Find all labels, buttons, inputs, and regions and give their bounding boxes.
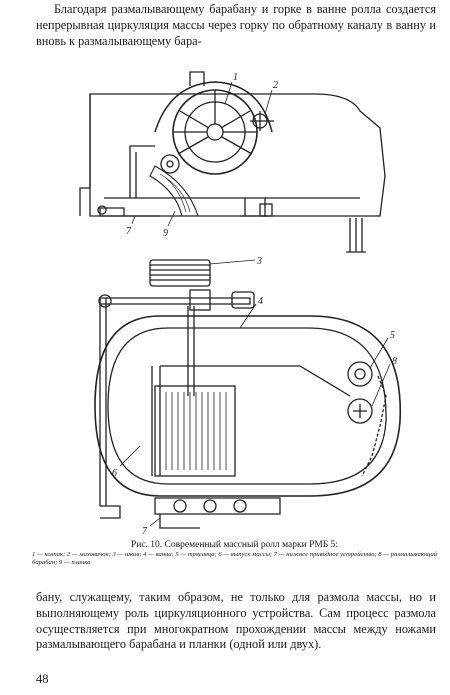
figure-labels [119, 81, 391, 527]
plan-view [94, 259, 402, 529]
bottom-paragraph: бану, служащему, таким образом, не тольк… [36, 590, 436, 652]
figure-label-2: 2 [273, 80, 278, 91]
figure-label-7: 7 [126, 226, 132, 237]
top-paragraph: Благодаря размалывающему барабану и горк… [36, 2, 436, 48]
figure-caption: Рис. 10. Современный массный ролл марки … [130, 540, 339, 550]
side-view [79, 71, 386, 253]
figure-label-7b: 7 [142, 526, 148, 536]
figure-label-3: 3 [256, 256, 262, 267]
page-number: 48 [36, 672, 49, 686]
figure-label-5: 5 [390, 330, 395, 341]
figure-label-1: 1 [233, 72, 238, 83]
figure-label-6: 6 [112, 468, 117, 479]
figure-label-8: 8 [392, 356, 397, 367]
figure-legend: 1 — колпак; 2 — маховичок; 3 — шкив; 4 —… [32, 551, 437, 566]
machine-illustration: 1 2 7 9 3 4 5 8 6 7 [60, 66, 410, 537]
figure-label-4: 4 [258, 296, 263, 307]
figure-label-9: 9 [163, 228, 168, 239]
